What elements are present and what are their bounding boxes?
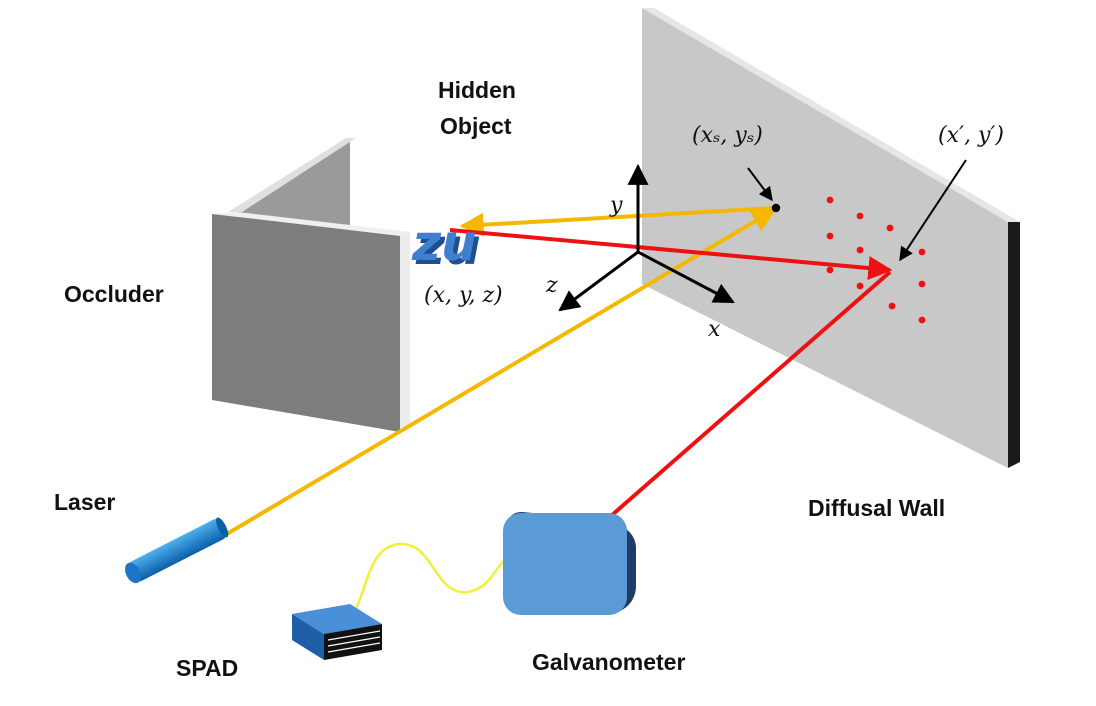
scan-point	[856, 212, 864, 220]
diffusal-wall-label: Diffusal Wall	[808, 495, 945, 521]
scan-point	[826, 232, 834, 240]
svg-text:zu: zu	[415, 218, 481, 276]
spad-icon	[292, 604, 382, 660]
occluder-front-edge	[400, 232, 410, 432]
diffusal-wall	[642, 8, 1020, 468]
wall-face	[642, 8, 1008, 468]
occluder-front-panel	[212, 214, 400, 432]
axis-x-line	[637, 250, 735, 304]
scan-point	[918, 316, 926, 324]
laser-label: Laser	[54, 489, 115, 515]
optical-fiber	[350, 542, 511, 617]
source-point-label: (xₛ, yₛ)	[692, 123, 763, 148]
occluder-label: Occluder	[64, 281, 164, 307]
hidden-object-label-line2: Object	[440, 113, 512, 139]
source-point	[771, 203, 781, 213]
axis-z-line	[558, 250, 639, 312]
scan-point	[918, 280, 926, 288]
laser-icon	[125, 517, 229, 584]
hidden-object-label-line1: Hidden	[438, 77, 516, 103]
occluder	[212, 138, 410, 432]
axis-x-label: x	[708, 317, 721, 342]
sample-point-pointer	[899, 159, 967, 262]
occluder-front-top	[212, 212, 410, 236]
wall-top-edge	[642, 8, 1020, 222]
scan-point	[888, 302, 896, 310]
laser-beam-to-wall	[218, 208, 777, 540]
coordinate-axes	[558, 163, 735, 312]
scan-point	[856, 246, 864, 254]
return-beam-wall-to-galvanometer	[602, 270, 892, 524]
object-coords-label: (x, y, z)	[424, 283, 503, 308]
scan-points	[826, 196, 926, 324]
source-point-pointer	[747, 167, 773, 202]
wall-side-edge	[1008, 222, 1020, 468]
axis-y-label: y	[609, 193, 623, 218]
hidden-object-icon: zu zu	[411, 214, 481, 276]
occluder-back-top	[228, 138, 356, 212]
scan-point	[856, 282, 864, 290]
scan-point	[918, 248, 926, 256]
galvanometer-icon	[503, 512, 636, 615]
svg-text:zu: zu	[411, 214, 477, 272]
scan-point	[886, 224, 894, 232]
axis-z-label: z	[545, 273, 558, 298]
scan-point	[826, 266, 834, 274]
laser-beam-to-object	[459, 206, 775, 237]
return-beam-object-to-wall	[449, 228, 893, 280]
scan-point	[826, 196, 834, 204]
spad-label: SPAD	[176, 655, 238, 681]
galvanometer-label: Galvanometer	[532, 649, 685, 675]
sample-point-label: (x′, y′)	[938, 123, 1004, 148]
